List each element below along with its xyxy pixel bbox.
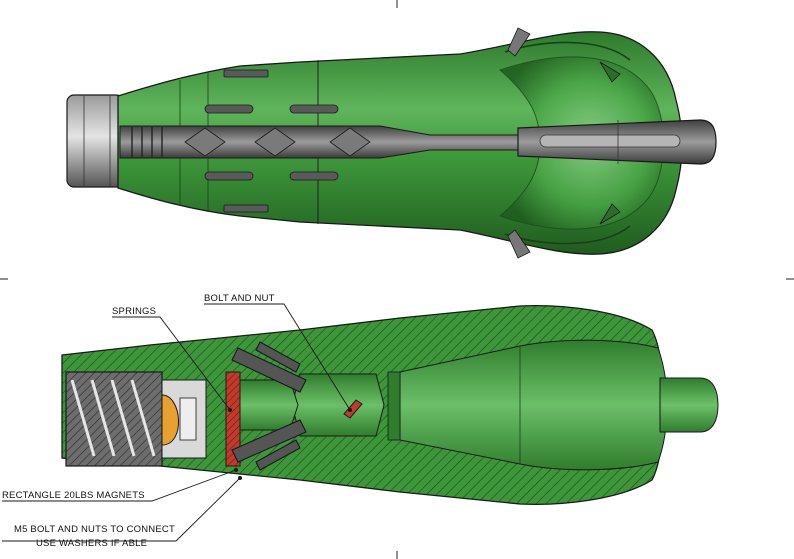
- springs: [231, 341, 307, 471]
- leader-lines: [2, 303, 351, 542]
- magnet-disc: [161, 394, 179, 446]
- end-cap: [66, 94, 124, 188]
- shaft-diamond-pattern: [184, 127, 371, 157]
- section-cavity-front: [231, 379, 299, 431]
- callout-m5-bolts: M5 BOLT AND NUTS TO CONNECT: [14, 524, 175, 535]
- section-rear-stub: [659, 377, 719, 433]
- callout-magnets: RECTANGLE 20LBS MAGNETS: [2, 490, 145, 501]
- thread-grooves: [70, 379, 156, 457]
- callout-springs: SPRINGS: [112, 306, 156, 317]
- rectangle-magnet: [225, 371, 241, 467]
- section-view: [2, 303, 719, 542]
- callout-washers: USE WASHERS IF ABLE: [36, 538, 147, 549]
- top-view-exterior: [66, 27, 717, 259]
- grip-slots: [204, 69, 339, 213]
- bolt-and-nut: [343, 399, 363, 419]
- section-cavity-middle: [291, 373, 385, 437]
- callout-bolt-and-nut: BOLT AND NUT: [204, 293, 275, 304]
